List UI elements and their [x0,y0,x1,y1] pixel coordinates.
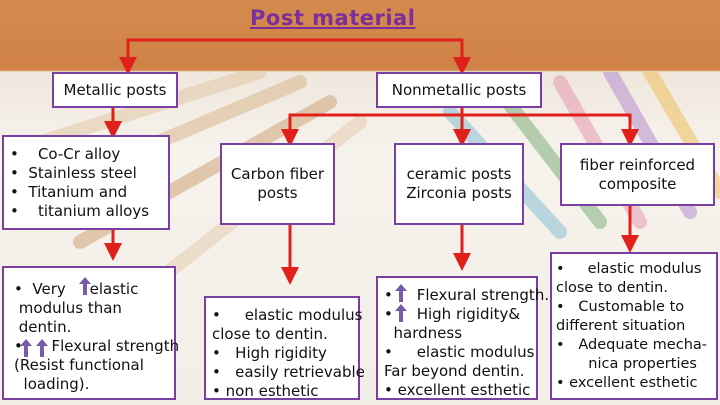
increase-arrow-icon [20,339,32,357]
fiber-composite-heading: fiber reinforced [579,155,696,174]
nonmetallic-posts-box: Nonmetallic posts [376,72,542,108]
carbon-properties: • elastic modulus close to dentin. • Hig… [212,306,365,400]
metallic-properties-box: • Very elastic modulus than dentin. • Fl… [2,266,180,400]
carbon-fiber-heading: Carbon fiber [230,165,325,183]
metallic-posts-heading: Metallic posts [63,80,167,99]
metallic-properties: • Very elastic modulus than dentin. • Fl… [14,280,180,393]
metallic-alloys-box: • Co-Cr alloy • Stainless steel • Titani… [2,135,170,230]
arrow-title-branches [126,38,464,70]
ceramic-posts-box: ceramic posts Zirconia posts [394,143,524,225]
carbon-properties-box: • elastic modulus close to dentin. • Hig… [204,296,365,400]
alloy-item: • titanium alloys [10,202,150,220]
ceramic-posts-heading: ceramic posts [406,165,512,183]
carbon-fiber-heading: posts [257,184,298,202]
alloy-list: • Co-Cr alloy • Stainless steel • Titani… [10,145,149,221]
fiber-properties-box: • elastic modulus close to dentin. • Cus… [550,252,718,400]
fiber-composite-heading: composite [598,174,677,193]
increase-arrow-icon [395,284,407,302]
increase-arrow-icon [79,277,91,295]
nonmetallic-posts-heading: Nonmetallic posts [391,80,527,99]
fiber-properties: • elastic modulus close to dentin. • Cus… [556,261,708,391]
increase-arrow-icon [36,339,48,357]
ceramic-properties: • Flexural strength. • High rigidity& ha… [384,286,550,399]
fiber-composite-box: fiber reinforced composite [560,143,715,206]
ceramic-properties-box: • Flexural strength. • High rigidity& ha… [376,276,549,400]
alloy-item: • Stainless steel [10,164,137,182]
increase-arrow-icon [395,304,407,322]
page-title: Post material [250,6,416,30]
zirconia-posts-heading: Zirconia posts [406,184,512,202]
metallic-posts-box: Metallic posts [52,72,178,108]
alloy-item: • Co-Cr alloy [10,145,121,163]
carbon-fiber-box: Carbon fiber posts [220,143,335,225]
alloy-item: • Titanium and [10,183,128,201]
